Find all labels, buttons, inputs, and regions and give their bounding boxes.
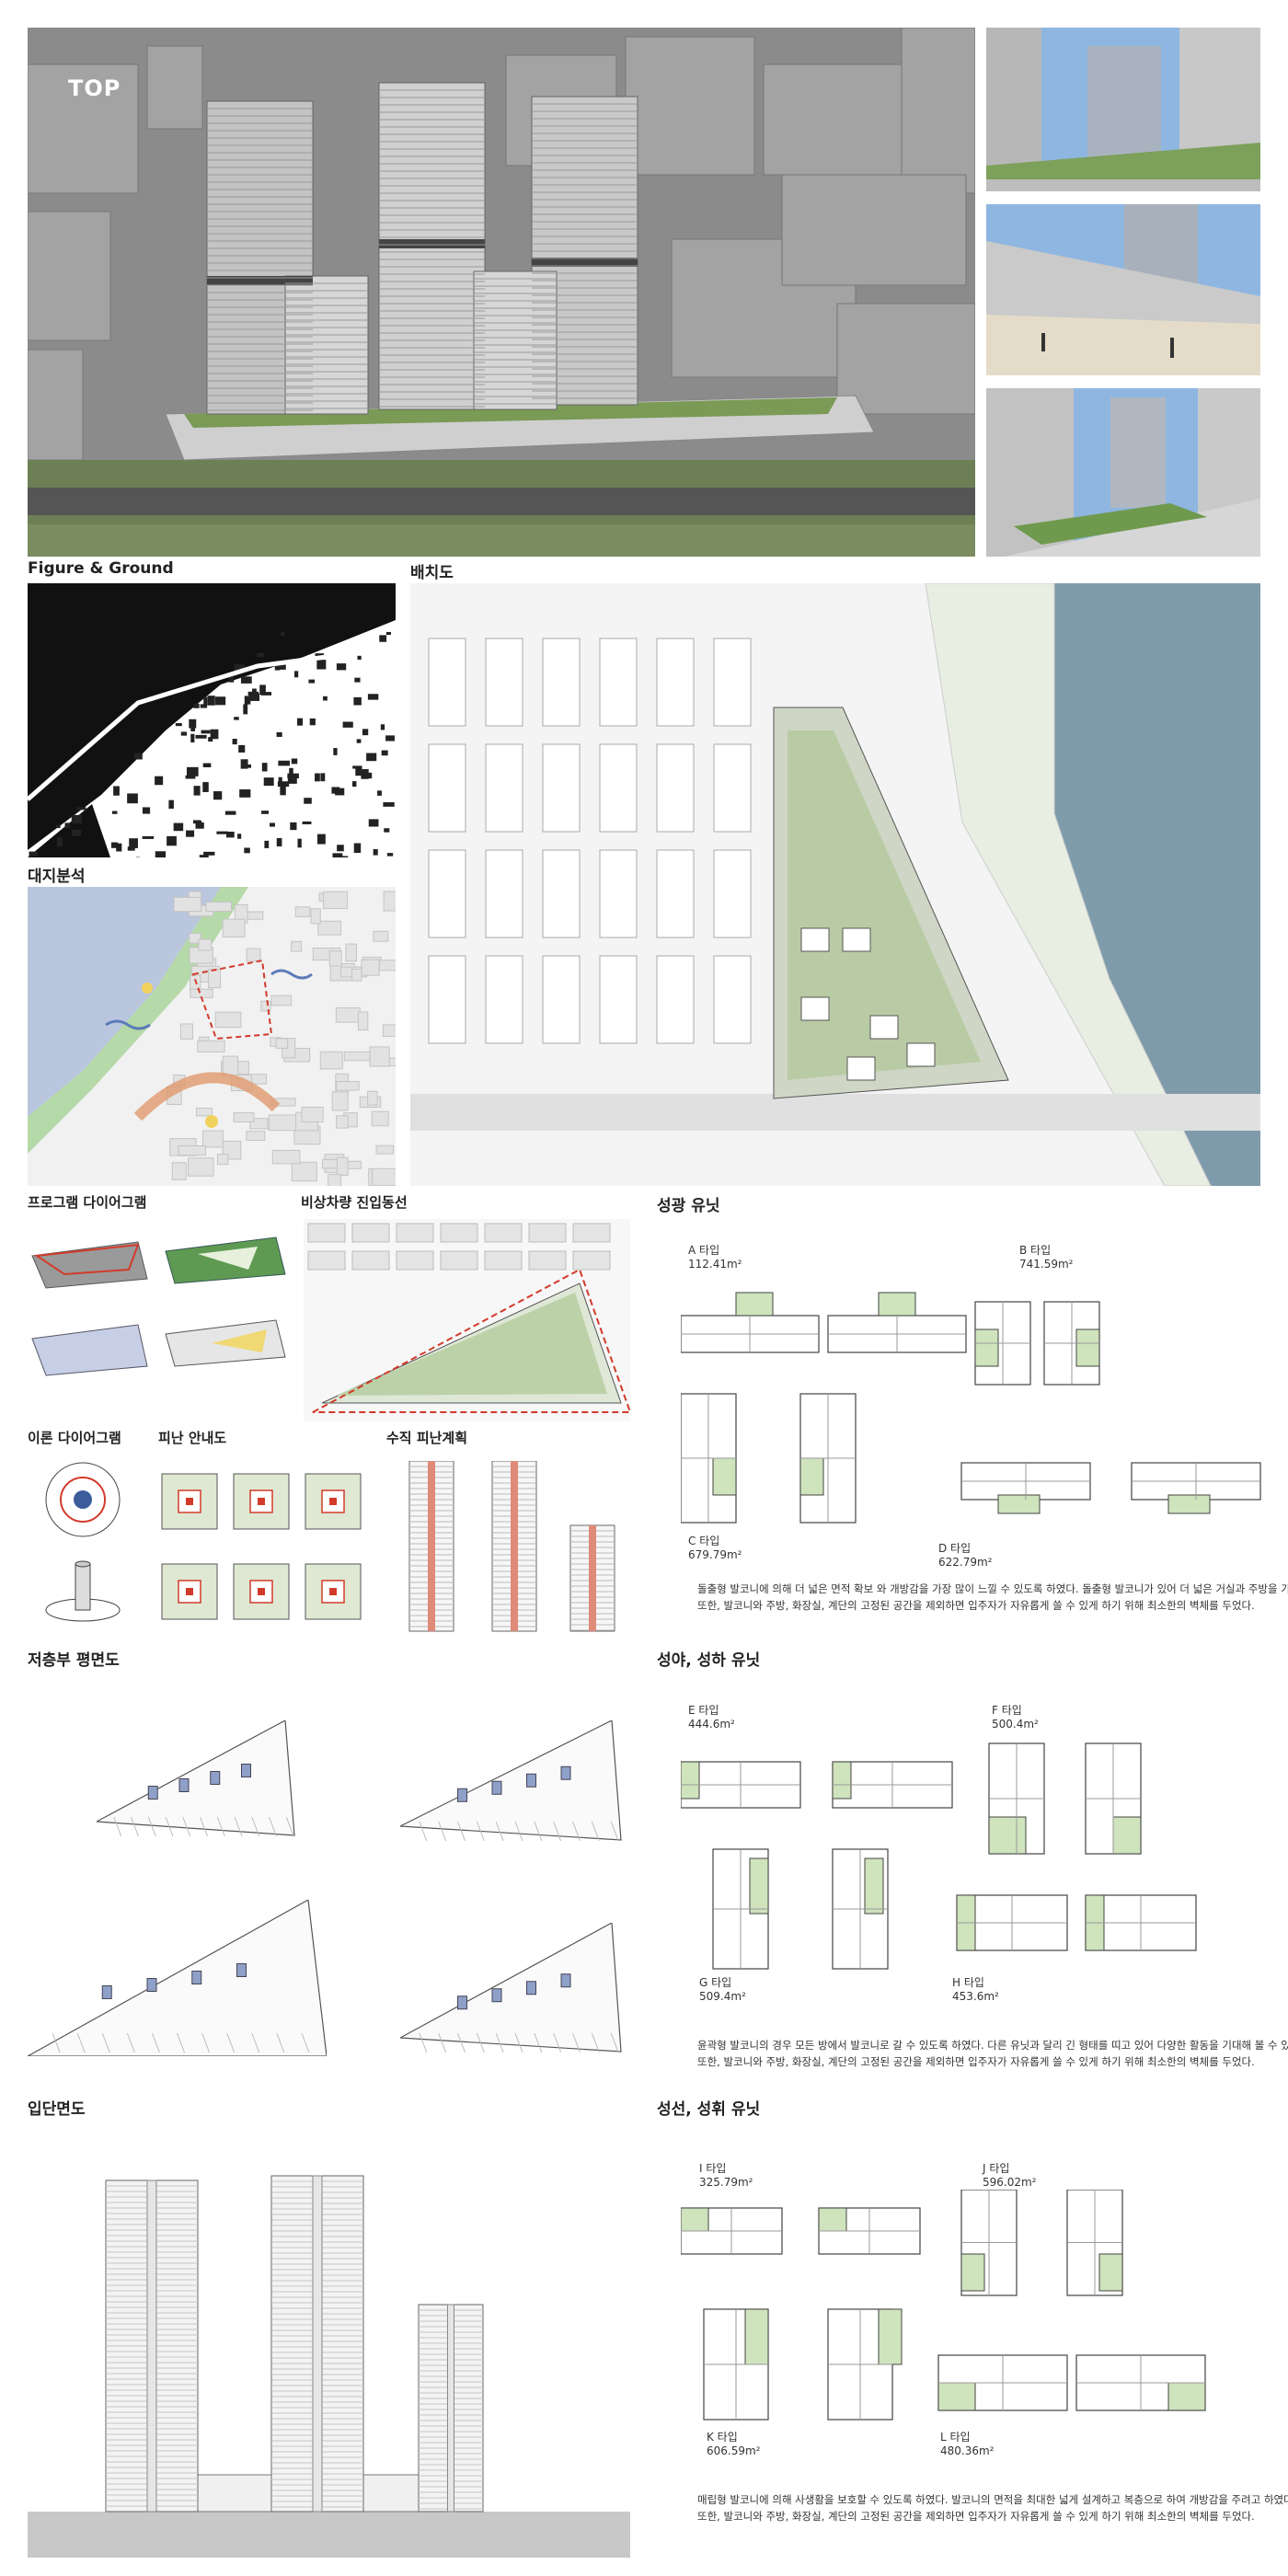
unit-plans-a-b bbox=[681, 1274, 1270, 1431]
unit-d-area: 622.79m² bbox=[938, 1556, 993, 1569]
figure-ground-title: Figure & Ground bbox=[28, 559, 174, 578]
evacuation-guide bbox=[158, 1470, 370, 1627]
unit-b-area: 741.59m² bbox=[1019, 1258, 1074, 1271]
hero-render: TOP bbox=[28, 28, 975, 557]
unit-d-name: D 타입 bbox=[938, 1542, 972, 1555]
unit-f-area: 500.4m² bbox=[992, 1718, 1039, 1731]
site-plan-map bbox=[410, 583, 1260, 1186]
unit-b-name: B 타입 bbox=[1019, 1244, 1052, 1257]
elevation-section-title: 입단면도 bbox=[28, 2100, 86, 2119]
units-b-desc-line-2: 또한, 발코니와 주방, 화장실, 계단의 고정된 공간을 제외하면 입주자가 … bbox=[697, 2055, 1255, 2068]
units-c-desc-line-1: 매립형 발코니에 의해 사생활을 보호할 수 있도록 하였다. 발코니의 면적을… bbox=[697, 2493, 1288, 2506]
unit-i-name: I 타입 bbox=[699, 2162, 727, 2175]
unit-h-area: 453.6m² bbox=[952, 1990, 999, 2003]
lower-floor-plan-3 bbox=[28, 1900, 327, 2056]
unit-e-area: 444.6m² bbox=[688, 1718, 735, 1731]
unit-j-area: 596.02m² bbox=[983, 2176, 1037, 2189]
units-c-description: 매립형 발코니에 의해 사생활을 보호할 수 있도록 하였다. 발코니의 면적을… bbox=[697, 2491, 1288, 2524]
theory-diagram-title: 이론 다이어그램 bbox=[28, 1430, 121, 1446]
units-c-desc-line-2: 또한, 발코니와 주방, 화장실, 계단의 고정된 공간을 제외하면 입주자가 … bbox=[697, 2510, 1255, 2523]
site-analysis-title: 대지분석 bbox=[28, 868, 86, 886]
unit-plans-c-d bbox=[681, 1385, 1270, 1541]
unit-c-area: 679.79m² bbox=[688, 1548, 742, 1561]
lower-floor-plan-2 bbox=[400, 1720, 630, 1845]
units-b-desc-line-1: 윤곽형 발코니의 경우 모든 방에서 발코니로 갈 수 있도록 하였다. 다른 … bbox=[697, 2039, 1288, 2052]
units-c-title: 성선, 성휘 유닛 bbox=[657, 2100, 761, 2119]
site-plan-title: 배치도 bbox=[410, 564, 454, 582]
units-a-description: 돌출형 발코니에 의해 더 넓은 면적 확보 와 개방감을 가장 많이 느낄 수… bbox=[697, 1581, 1288, 1614]
unit-plans-k-l bbox=[681, 2291, 1270, 2429]
unit-l-name: L 타입 bbox=[940, 2431, 971, 2444]
unit-g-area: 509.4m² bbox=[699, 1990, 746, 2003]
vertical-evacuation-title: 수직 피난계획 bbox=[386, 1430, 468, 1446]
unit-j-name: J 타입 bbox=[983, 2162, 1010, 2175]
perspective-render-3 bbox=[986, 388, 1260, 557]
perspective-render-1 bbox=[986, 28, 1260, 191]
project-logo: TOP bbox=[68, 75, 121, 101]
unit-l-area: 480.36m² bbox=[940, 2444, 995, 2457]
unit-plans-e-f bbox=[681, 1734, 1270, 1881]
evacuation-guide-title: 피난 안내도 bbox=[158, 1430, 227, 1446]
elevation-section-drawing bbox=[28, 2153, 630, 2558]
unit-e-name: E 타입 bbox=[688, 1704, 719, 1717]
units-a-desc-line-1: 돌출형 발코니에 의해 더 넓은 면적 확보 와 개방감을 가장 많이 느낄 수… bbox=[697, 1582, 1288, 1595]
theory-diagram bbox=[28, 1454, 147, 1638]
unit-g-name: G 타입 bbox=[699, 1976, 732, 1989]
unit-a-area: 112.41m² bbox=[688, 1258, 742, 1271]
unit-h-name: H 타입 bbox=[952, 1976, 984, 1989]
units-b-description: 윤곽형 발코니의 경우 모든 방에서 발코니로 갈 수 있도록 하였다. 다른 … bbox=[697, 2037, 1288, 2070]
units-a-title: 성광 유닛 bbox=[657, 1197, 720, 1215]
lower-floor-plan-4 bbox=[400, 1923, 630, 2056]
unit-i-area: 325.79m² bbox=[699, 2176, 753, 2189]
figure-ground-map bbox=[28, 583, 396, 857]
unit-a-name: A 타입 bbox=[688, 1244, 720, 1257]
program-diagram bbox=[28, 1219, 294, 1403]
unit-plans-g-h bbox=[681, 1840, 1270, 1978]
site-analysis-map bbox=[28, 887, 396, 1186]
unit-plans-i-j bbox=[681, 2190, 1270, 2300]
emergency-access-plan bbox=[304, 1219, 630, 1421]
lower-floor-plan-title: 저층부 평면도 bbox=[28, 1651, 120, 1670]
lower-floor-plan-1 bbox=[97, 1720, 304, 1840]
emergency-access-title: 비상차량 진입동선 bbox=[301, 1194, 408, 1211]
perspective-render-2 bbox=[986, 204, 1260, 375]
unit-k-area: 606.59m² bbox=[707, 2444, 761, 2457]
unit-k-name: K 타입 bbox=[707, 2431, 738, 2444]
unit-f-name: F 타입 bbox=[992, 1704, 1022, 1717]
program-diagram-title: 프로그램 다이어그램 bbox=[28, 1194, 147, 1211]
units-a-desc-line-2: 또한, 발코니와 주방, 화장실, 계단의 고정된 공간을 제외하면 입주자가 … bbox=[697, 1599, 1255, 1612]
vertical-evacuation bbox=[405, 1461, 649, 1636]
unit-c-name: C 타입 bbox=[688, 1535, 720, 1547]
units-b-title: 성야, 성하 유닛 bbox=[657, 1651, 761, 1670]
